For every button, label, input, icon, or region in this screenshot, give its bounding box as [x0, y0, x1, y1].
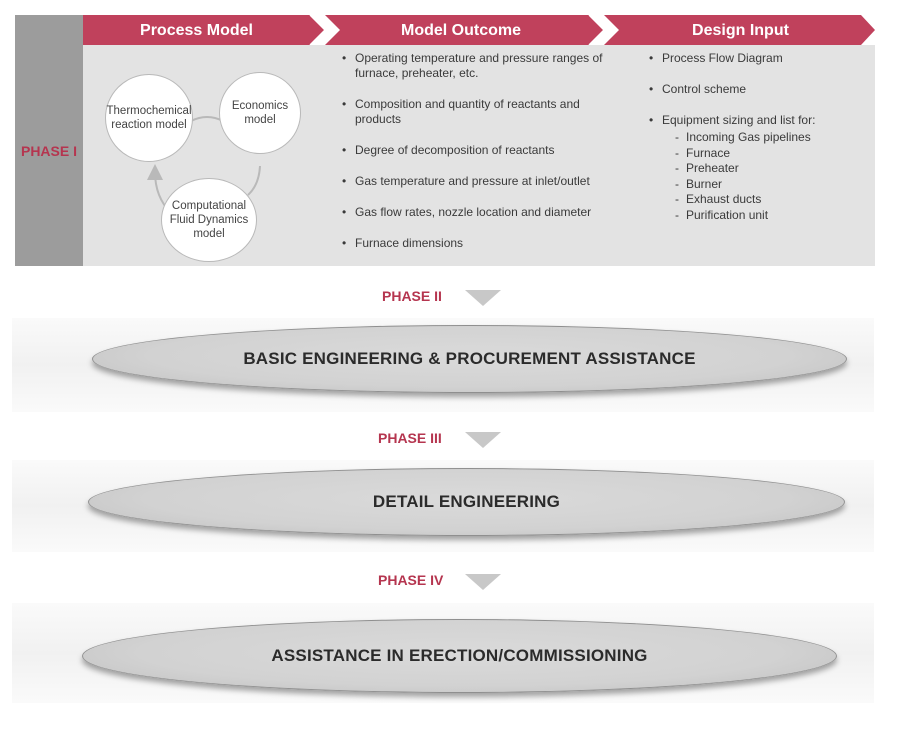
header-process-model: Process Model — [140, 22, 253, 39]
equipment-item: Purification unit — [662, 208, 865, 224]
phase1-header: Process Model Model Outcome Design Input — [83, 15, 875, 45]
header-arrow-design-input — [604, 15, 875, 45]
phase3-ellipse: DETAIL ENGINEERING — [88, 468, 845, 536]
connector-thermo-economics — [190, 116, 224, 122]
phase2-arrow-icon — [465, 290, 501, 306]
process-model-diagram: Thermochemical reaction model Economics … — [83, 45, 333, 266]
list-item: Control scheme — [645, 82, 865, 97]
phase3-label: PHASE III — [378, 430, 442, 446]
phase4-ellipse: ASSISTANCE IN ERECTION/COMMISSIONING — [82, 619, 837, 693]
list-item: Gas flow rates, nozzle location and diam… — [338, 205, 608, 220]
list-item: Composition and quantity of reactants an… — [338, 97, 608, 127]
phase3-arrow-icon — [465, 432, 501, 448]
phase4-label: PHASE IV — [378, 572, 444, 588]
node-thermochemical-reaction-model: Thermochemical reaction model — [105, 74, 193, 162]
design-input-column: Process Flow Diagram Control scheme Equi… — [645, 51, 865, 239]
phase4-arrow-icon — [465, 574, 501, 590]
header-model-outcome: Model Outcome — [400, 22, 521, 39]
node-economics-model: Economics model — [219, 72, 301, 154]
equipment-item: Burner — [662, 177, 865, 193]
phase2-ellipse: BASIC ENGINEERING & PROCUREMENT ASSISTAN… — [92, 325, 847, 393]
list-item: Furnace dimensions — [338, 236, 608, 251]
equipment-list: Incoming Gas pipelines Furnace Preheater… — [662, 130, 865, 223]
list-item: Degree of decomposition of reactants — [338, 143, 608, 158]
node-computational-fluid-dynamics-model: Computational Fluid Dynamics model — [161, 178, 257, 262]
header-design-input: Design Input — [692, 22, 789, 39]
header-arrows — [83, 15, 875, 45]
list-item: Process Flow Diagram — [645, 51, 865, 66]
equipment-item: Incoming Gas pipelines — [662, 130, 865, 146]
equipment-heading: Equipment sizing and list for: — [662, 113, 816, 127]
phase1-sidebar — [15, 15, 83, 266]
phase1-label: PHASE I — [20, 143, 77, 159]
model-outcome-list: Operating temperature and pressure range… — [338, 51, 608, 251]
phase1-panel: PHASE I Process Model Model Outcome Desi… — [15, 15, 875, 266]
phase2-label: PHASE II — [382, 288, 442, 304]
equipment-item: Exhaust ducts — [662, 192, 865, 208]
list-item: Operating temperature and pressure range… — [338, 51, 608, 81]
header-arrow-model-outcome — [325, 15, 604, 45]
list-item: Gas temperature and pressure at inlet/ou… — [338, 174, 608, 189]
equipment-item: Furnace — [662, 146, 865, 162]
design-input-list: Process Flow Diagram Control scheme Equi… — [645, 51, 865, 223]
header-arrow-process-model — [83, 15, 325, 45]
list-item: Equipment sizing and list for: Incoming … — [645, 113, 865, 223]
equipment-item: Preheater — [662, 161, 865, 177]
model-outcome-column: Operating temperature and pressure range… — [338, 51, 608, 267]
connector-economics-cfd — [247, 165, 261, 196]
